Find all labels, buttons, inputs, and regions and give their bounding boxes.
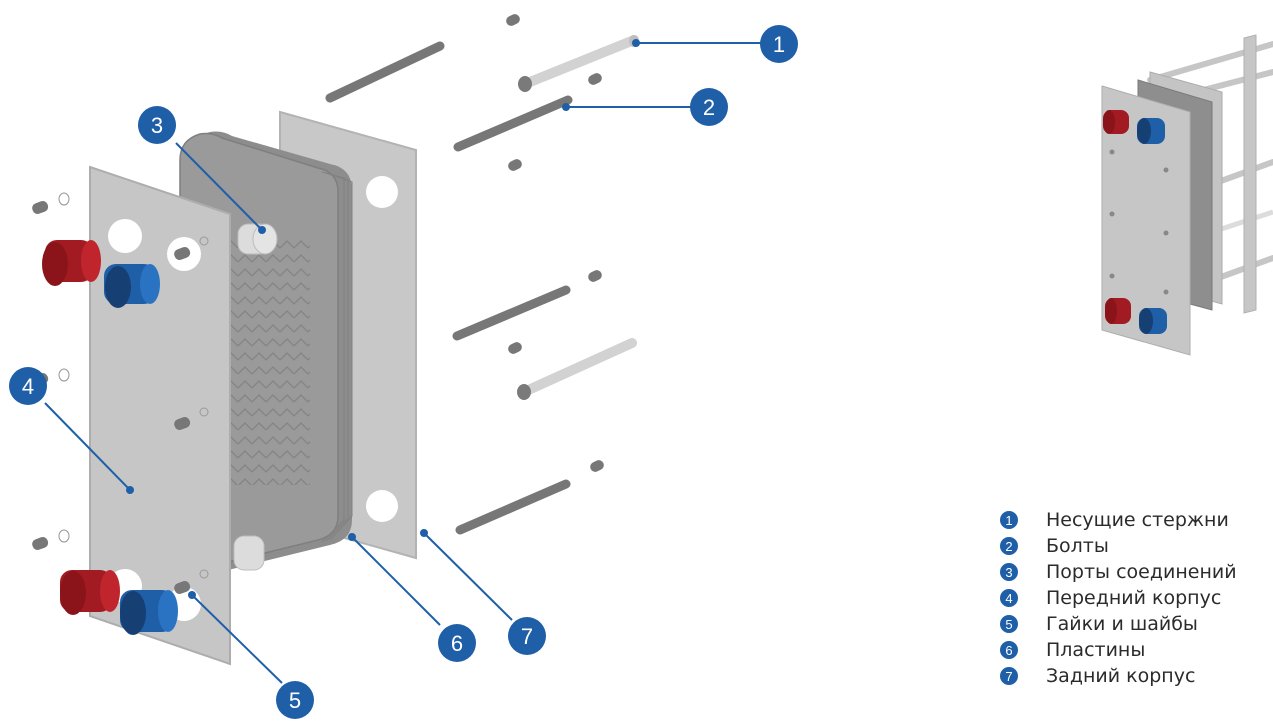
rear-port-hole: [366, 176, 398, 208]
bolts-lower: [452, 270, 637, 535]
callout-leaders: [44, 42, 762, 684]
legend-item: 4 Передний корпус: [1000, 585, 1273, 611]
legend-item: 3 Порты соединений: [1000, 559, 1273, 585]
legend-item: 2 Болты: [1000, 533, 1273, 559]
carrying-rod: [520, 35, 639, 89]
legend-label: Передний корпус: [1046, 587, 1222, 609]
legend-item: 6 Пластины: [1000, 637, 1273, 663]
legend-number: 3: [1000, 563, 1018, 581]
bolt-hole: [199, 407, 209, 417]
legend-label: Пластины: [1046, 639, 1146, 661]
callout-2-label: 2: [703, 95, 715, 120]
legend-label: Несущие стержни: [1046, 509, 1229, 531]
callout-4-label: 4: [22, 374, 34, 399]
callout-7: 7: [508, 617, 546, 655]
rear-port-hole: [366, 490, 398, 522]
legend-label: Задний корпус: [1046, 665, 1196, 687]
bolts-top: [325, 14, 639, 171]
bolt: [325, 41, 445, 103]
bolt-hole: [199, 569, 209, 579]
callout-5-label: 5: [289, 688, 301, 713]
callout-4: 4: [9, 367, 47, 405]
callout-1: 1: [760, 25, 798, 63]
callout-anchor-dots: [126, 39, 640, 599]
callout-6: 6: [438, 624, 476, 662]
legend: 1 Несущие стержни 2 Болты 3 Порты соедин…: [1000, 507, 1273, 689]
port-hole: [108, 219, 142, 253]
legend-number: 2: [1000, 537, 1018, 555]
nut: [506, 14, 520, 26]
nut: [508, 159, 522, 171]
bolt-hole: [199, 236, 209, 246]
bolt: [453, 95, 573, 152]
legend-item: 5 Гайки и шайбы: [1000, 611, 1273, 637]
callout-2: 2: [690, 88, 728, 126]
callout-5: 5: [276, 681, 314, 719]
rod-cap: [518, 76, 532, 92]
legend-number: 6: [1000, 641, 1018, 659]
legend-item: 7 Задний корпус: [1000, 663, 1273, 689]
legend-label: Гайки и шайбы: [1046, 613, 1198, 635]
legend-number: 7: [1000, 667, 1018, 685]
assembled-view-thumbnail: [1101, 34, 1273, 356]
legend-number: 4: [1000, 589, 1018, 607]
legend-item: 1 Несущие стержни: [1000, 507, 1273, 533]
legend-label: Порты соединений: [1046, 561, 1237, 583]
legend-label: Болты: [1046, 535, 1109, 557]
callout-6-label: 6: [451, 631, 463, 656]
callout-3-label: 3: [151, 113, 163, 138]
callout-3: 3: [138, 106, 176, 144]
legend-number: 5: [1000, 615, 1018, 633]
inlet-outlet-pipes: [42, 240, 178, 635]
callout-1-label: 1: [773, 32, 785, 57]
callout-7-label: 7: [521, 624, 533, 649]
nut: [588, 73, 602, 85]
legend-number: 1: [1000, 511, 1018, 529]
